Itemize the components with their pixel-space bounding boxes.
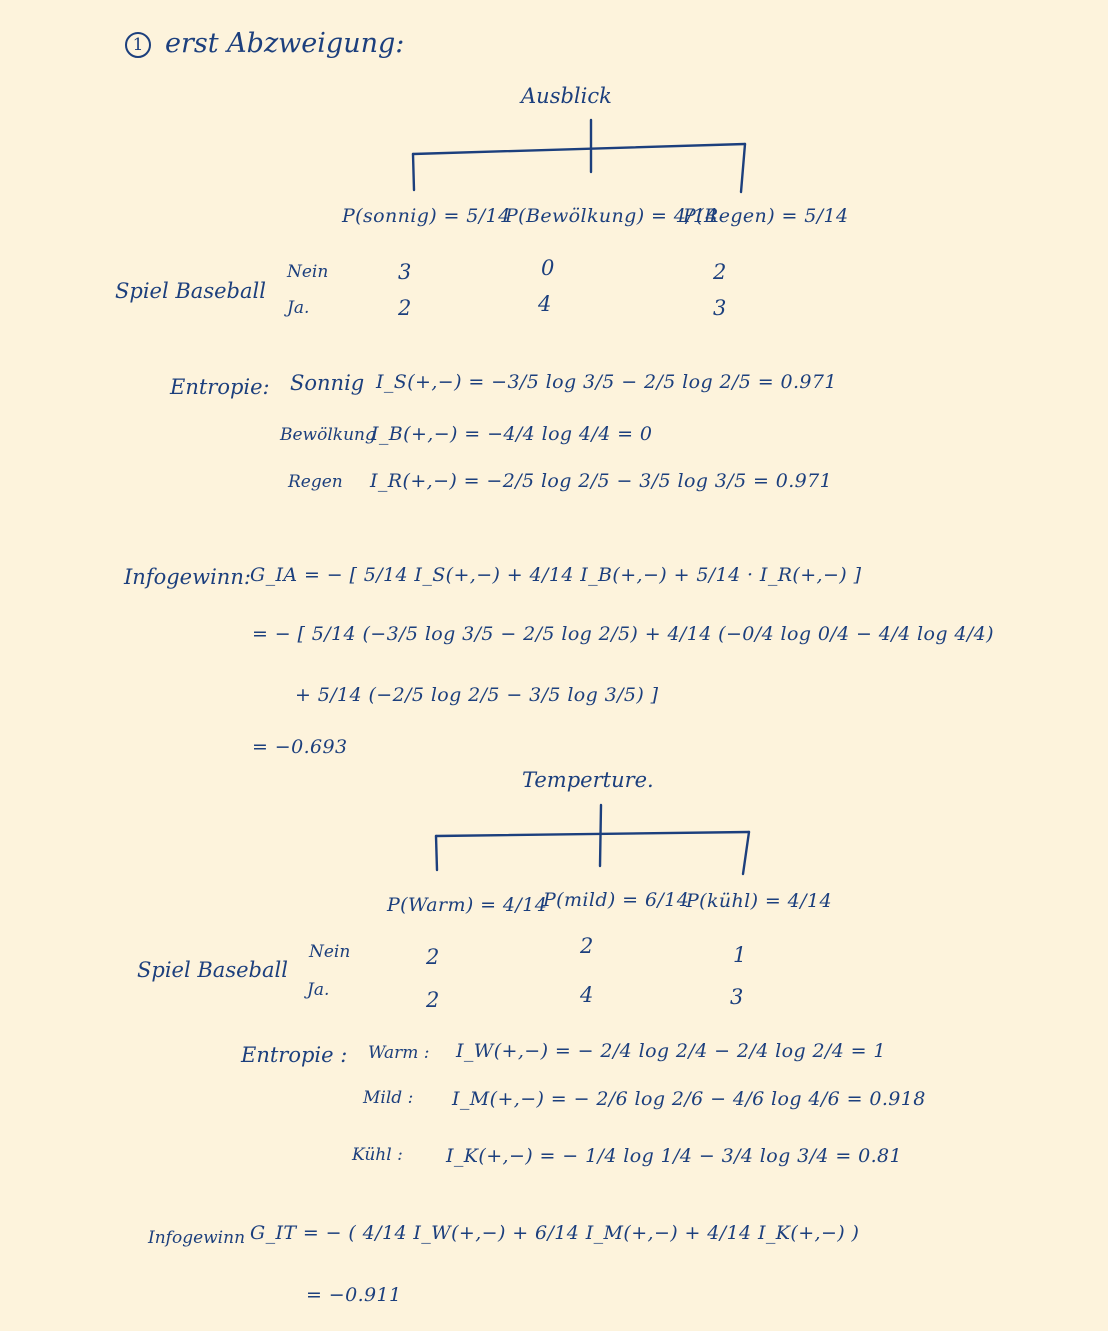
outlook-count-ja-sonnig: 2 (398, 296, 412, 320)
entropy-name-bewoelkung: Bewölkung (280, 425, 376, 445)
temp-gain-result: = −0.911 (306, 1284, 402, 1306)
outlook-count-ja-regen: 3 (713, 296, 727, 320)
temp-tree-stem (598, 803, 603, 868)
temp-row-group: Spiel Baseball (137, 958, 288, 982)
temp-entropy-name-mild: Mild : (363, 1088, 414, 1108)
outlook-prob-bewoelkung: P(Bewölkung) = 4/14 (505, 205, 719, 227)
outlook-row-group: Spiel Baseball (115, 279, 266, 303)
temp-entropy-expr-warm: I_W(+,−) = − 2/4 log 2/4 − 2/4 log 2/4 =… (456, 1040, 886, 1062)
temp-count-ja-kuehl: 3 (730, 985, 744, 1009)
temp-count-nein-kuehl: 1 (733, 943, 747, 967)
temp-title: Temperture. (522, 768, 654, 792)
entropy-expr-bewoelkung: I_B(+,−) = −4/4 log 4/4 = 0 (371, 423, 653, 445)
outlook-count-nein-sonnig: 3 (398, 260, 412, 284)
temp-entropy-name-warm: Warm : (368, 1043, 430, 1063)
outlook-tree-bar (411, 142, 747, 156)
temp-count-ja-mild: 4 (580, 983, 594, 1007)
temp-count-ja-warm: 2 (426, 988, 440, 1012)
outlook-entropy-label: Entropie: (170, 375, 270, 399)
temp-count-nein-warm: 2 (426, 945, 440, 969)
outlook-count-nein-regen: 2 (713, 260, 727, 284)
temp-entropy-name-kuehl: Kühl : (352, 1145, 403, 1165)
temp-prob-mild: P(mild) = 6/14 (543, 889, 690, 911)
outlook-title: Ausblick (521, 84, 612, 108)
section-number: 1 (125, 31, 151, 58)
temp-prob-warm: P(Warm) = 4/14 (387, 894, 548, 916)
outlook-count-nein-bewoelkung: 0 (541, 256, 555, 280)
outlook-tree-right (739, 142, 747, 194)
entropy-name-sonnig: Sonnig (290, 371, 365, 395)
temp-entropy-label: Entropie : (241, 1043, 348, 1067)
temp-row-label-ja: Ja. (307, 980, 330, 1000)
outlook-gain-line-2: = − [ 5/14 (−3/5 log 3/5 − 2/5 log 2/5) … (252, 623, 994, 645)
outlook-tree-left (411, 152, 416, 192)
outlook-count-ja-bewoelkung: 4 (538, 292, 552, 316)
section-heading: 1 erst Abzweigung: (125, 30, 404, 58)
outlook-gain-line-3: + 5/14 (−2/5 log 2/5 − 3/5 log 3/5) ] (295, 684, 659, 706)
outlook-gain-label: Infogewinn: (124, 565, 251, 589)
entropy-name-regen: Regen (288, 472, 343, 492)
temp-tree-bar (434, 830, 751, 838)
outlook-gain-line-1: G_IA = − [ 5/14 I_S(+,−) + 4/14 I_B(+,−)… (250, 564, 862, 586)
temp-prob-kuehl: P(kühl) = 4/14 (686, 890, 832, 912)
outlook-gain-result: = −0.693 (252, 736, 348, 758)
temp-count-nein-mild: 2 (580, 934, 594, 958)
temp-row-label-nein: Nein (309, 942, 351, 962)
temp-entropy-expr-kuehl: I_K(+,−) = − 1/4 log 1/4 − 3/4 log 3/4 =… (446, 1145, 902, 1167)
outlook-prob-regen: P(Regen) = 5/14 (683, 205, 849, 227)
outlook-prob-sonnig: P(sonnig) = 5/14 (342, 205, 511, 227)
section-heading-text: erst Abzweigung: (165, 28, 405, 59)
temp-tree-right (741, 830, 751, 876)
entropy-expr-sonnig: I_S(+,−) = −3/5 log 3/5 − 2/5 log 2/5 = … (376, 371, 837, 393)
temp-entropy-expr-mild: I_M(+,−) = − 2/6 log 2/6 − 4/6 log 4/6 =… (452, 1088, 926, 1110)
temp-gain-line-1: G_IT = − ( 4/14 I_W(+,−) + 6/14 I_M(+,−)… (250, 1222, 860, 1244)
temp-tree-left (434, 834, 439, 872)
temp-gain-label: Infogewinn (148, 1228, 246, 1248)
outlook-row-label-nein: Nein (287, 262, 329, 282)
outlook-row-label-ja: Ja. (287, 298, 310, 318)
entropy-expr-regen: I_R(+,−) = −2/5 log 2/5 − 3/5 log 3/5 = … (370, 470, 833, 492)
